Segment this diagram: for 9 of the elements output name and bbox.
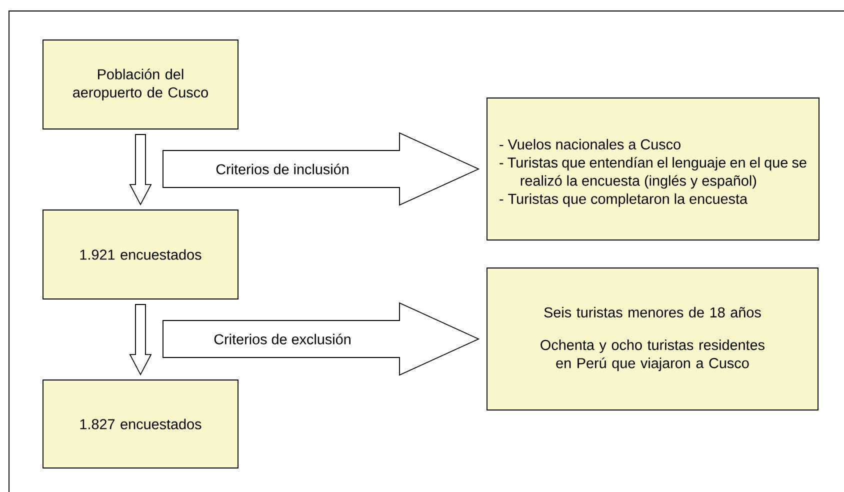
process-box: 1.827 encuestados <box>42 380 238 468</box>
edge-label: Criterios de inclusión <box>214 162 351 176</box>
process-box: 1.921 encuestados <box>42 210 238 300</box>
edge-label: Criterios de exclusión <box>212 332 353 346</box>
process-box: Población del aeropuerto de Cusco <box>42 40 238 130</box>
block-arrow <box>129 304 152 376</box>
criteria-box: Seis turistas menores de 18 años Ochenta y ocho turistas residentes en Perú que viajaron a Cusco <box>486 268 818 410</box>
criteria-box: - Vuelos nacionales a Cusco - Turistas que entendían el lenguaje en el que se realizó la encuesta (inglés y español) - Turistas que completaron la encuesta <box>486 98 820 240</box>
block-arrow <box>129 134 152 206</box>
